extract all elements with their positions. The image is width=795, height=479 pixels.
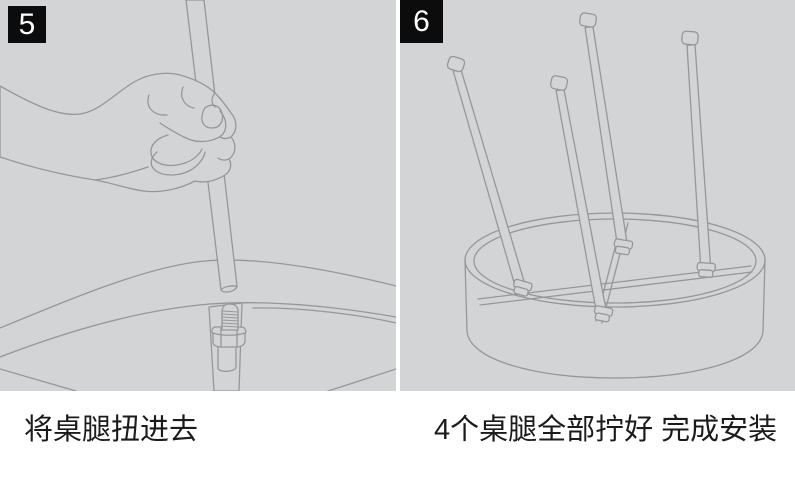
rim-near-arc-right [328, 369, 396, 391]
stud-thread-lines [222, 311, 238, 327]
index-finger-fold-2 [182, 87, 194, 108]
rim-wall-left-edge [465, 260, 467, 331]
rim-far-top-arc [0, 260, 396, 328]
knuckle-line [212, 93, 215, 107]
step6-number: 6 [413, 4, 430, 38]
pole-open-end [221, 286, 237, 290]
fingertip-separator-1 [220, 137, 231, 139]
curled-finger-2 [151, 152, 205, 175]
hand-silhouette [0, 73, 236, 191]
leg-4 [682, 31, 711, 272]
leg-nut-back [613, 239, 633, 256]
leg-nut-front [593, 305, 613, 322]
thumb-outline [160, 111, 226, 142]
leg-nut-left [511, 279, 532, 297]
index-finger-fold [148, 95, 167, 115]
rim-wall-right-edge [763, 260, 765, 331]
rim-inner-lip-arc [253, 308, 396, 323]
step5-illustration-hand-screwing-leg [0, 0, 396, 391]
step5-panel: 5 [0, 0, 396, 391]
step6-panel: 6 [400, 0, 795, 391]
palm-bottom-line [95, 167, 148, 180]
step6-illustration-assembled-base [400, 0, 795, 391]
rim-inner-top-arc [0, 303, 396, 357]
step6-number-badge: 6 [400, 0, 443, 43]
hex-nut-top-edge [213, 333, 245, 335]
leg-1 [447, 56, 527, 294]
curled-finger-1 [151, 135, 202, 165]
step5-number-badge: 5 [8, 6, 46, 43]
step6-caption: 4个桌腿全部拧好 完成安装 [434, 414, 778, 446]
step5-caption: 将桌腿扭进去 [24, 414, 199, 446]
step5-number: 5 [18, 7, 36, 41]
thumbnail [202, 105, 223, 128]
leg-nut-right [697, 262, 716, 277]
rim-near-arc-left [0, 369, 76, 391]
rim-bottom-near-arc [467, 331, 763, 378]
fingertip-separator-2 [218, 158, 229, 160]
